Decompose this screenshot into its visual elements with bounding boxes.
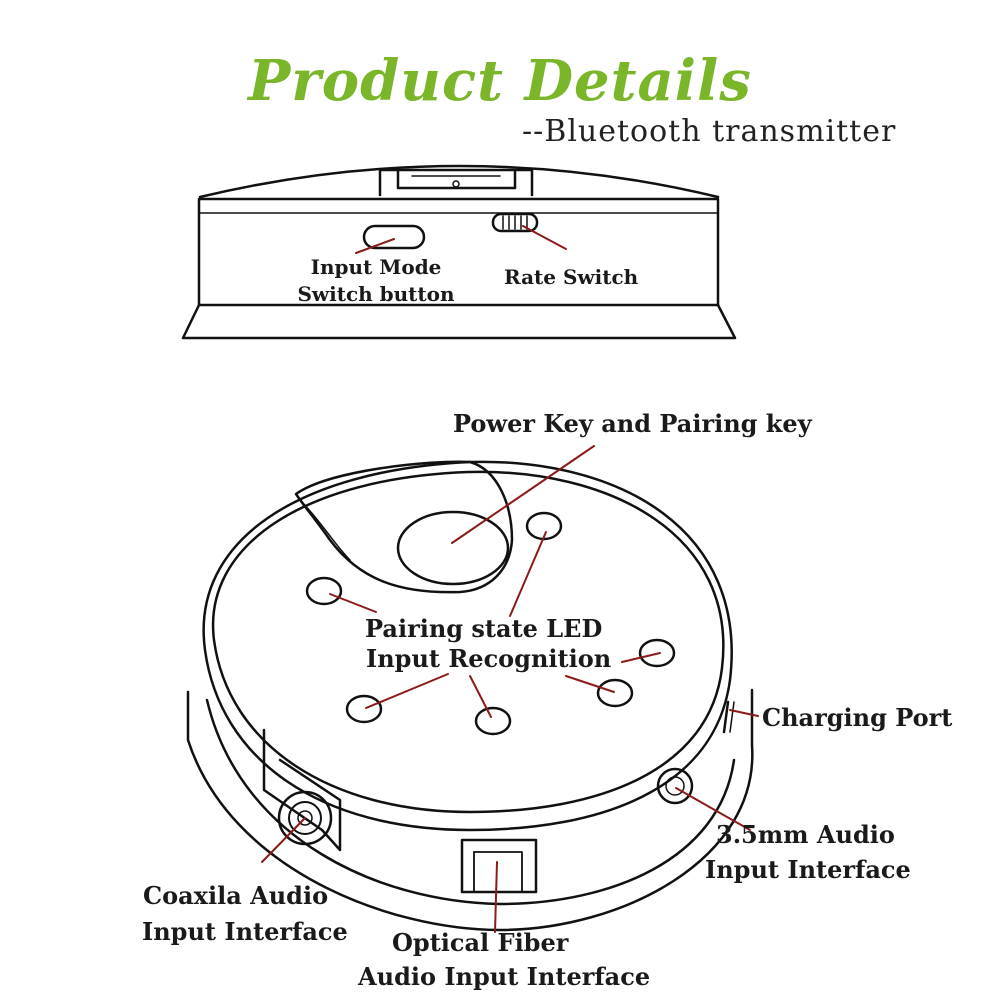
input-mode-switch-button xyxy=(362,224,426,250)
label-charging-port: Charging Port xyxy=(762,703,953,732)
leader-aux xyxy=(675,787,751,831)
led-indicator-5 xyxy=(345,694,383,724)
rate-switch-ridges xyxy=(502,215,528,230)
device-top-outer xyxy=(202,460,733,832)
label-input-mode-line1: Input Mode xyxy=(310,255,442,279)
leader-rate-switch xyxy=(522,225,567,250)
led-indicator-3 xyxy=(638,638,676,668)
label-aux-line1: 3.5mm Audio xyxy=(716,820,895,849)
page-title: Product Details xyxy=(248,48,752,114)
label-coax-line1: Coaxila Audio xyxy=(143,881,329,910)
leader-lines xyxy=(261,225,759,933)
leader-led-bottom-right xyxy=(565,675,615,693)
side-view-device xyxy=(181,164,737,340)
led-indicator-4 xyxy=(596,678,634,708)
label-power-key: Power Key and Pairing key xyxy=(453,409,812,438)
side-view-body xyxy=(197,197,720,307)
leader-charging-port xyxy=(729,709,759,717)
label-rate-switch: Rate Switch xyxy=(504,265,639,289)
leader-power-key xyxy=(451,445,595,544)
power-pairing-key xyxy=(396,510,510,586)
coaxial-audio-jack xyxy=(277,790,333,846)
label-optical-line1: Optical Fiber xyxy=(392,928,569,957)
side-view-base xyxy=(181,303,737,340)
leader-led-top xyxy=(509,531,547,617)
device-top-inner xyxy=(211,470,725,814)
label-coax-line2: Input Interface xyxy=(142,917,348,946)
side-view-top-connector xyxy=(378,168,534,197)
leader-led-left xyxy=(329,593,377,613)
leader-optical xyxy=(494,861,498,933)
leader-led-right xyxy=(621,652,661,663)
optical-fiber-port xyxy=(460,838,538,894)
leader-input-mode xyxy=(355,238,395,254)
led-indicator-1 xyxy=(305,576,343,606)
side-view-top-cap xyxy=(198,164,720,199)
page-subtitle: --Bluetooth transmitter xyxy=(522,114,897,149)
device-skirt xyxy=(186,688,754,932)
leader-coax xyxy=(261,817,306,863)
label-optical-line2: Audio Input Interface xyxy=(358,962,651,991)
label-input-mode-line2: Switch button xyxy=(297,282,455,306)
charging-port-slot xyxy=(722,700,730,734)
led-indicator-6 xyxy=(474,706,512,736)
top-ridge xyxy=(294,460,514,594)
label-aux-line2: Input Interface xyxy=(705,855,911,884)
leader-led-bottom-left xyxy=(365,673,449,709)
top-view-device xyxy=(186,460,754,932)
rate-switch xyxy=(491,212,539,233)
label-led-line1: Pairing state LED xyxy=(365,614,603,643)
leader-led-bottom-mid xyxy=(469,675,492,718)
label-led-line2: Input Recognition xyxy=(366,644,612,673)
aux-3-5mm-jack xyxy=(656,767,694,805)
rear-socket-shell xyxy=(262,728,342,852)
